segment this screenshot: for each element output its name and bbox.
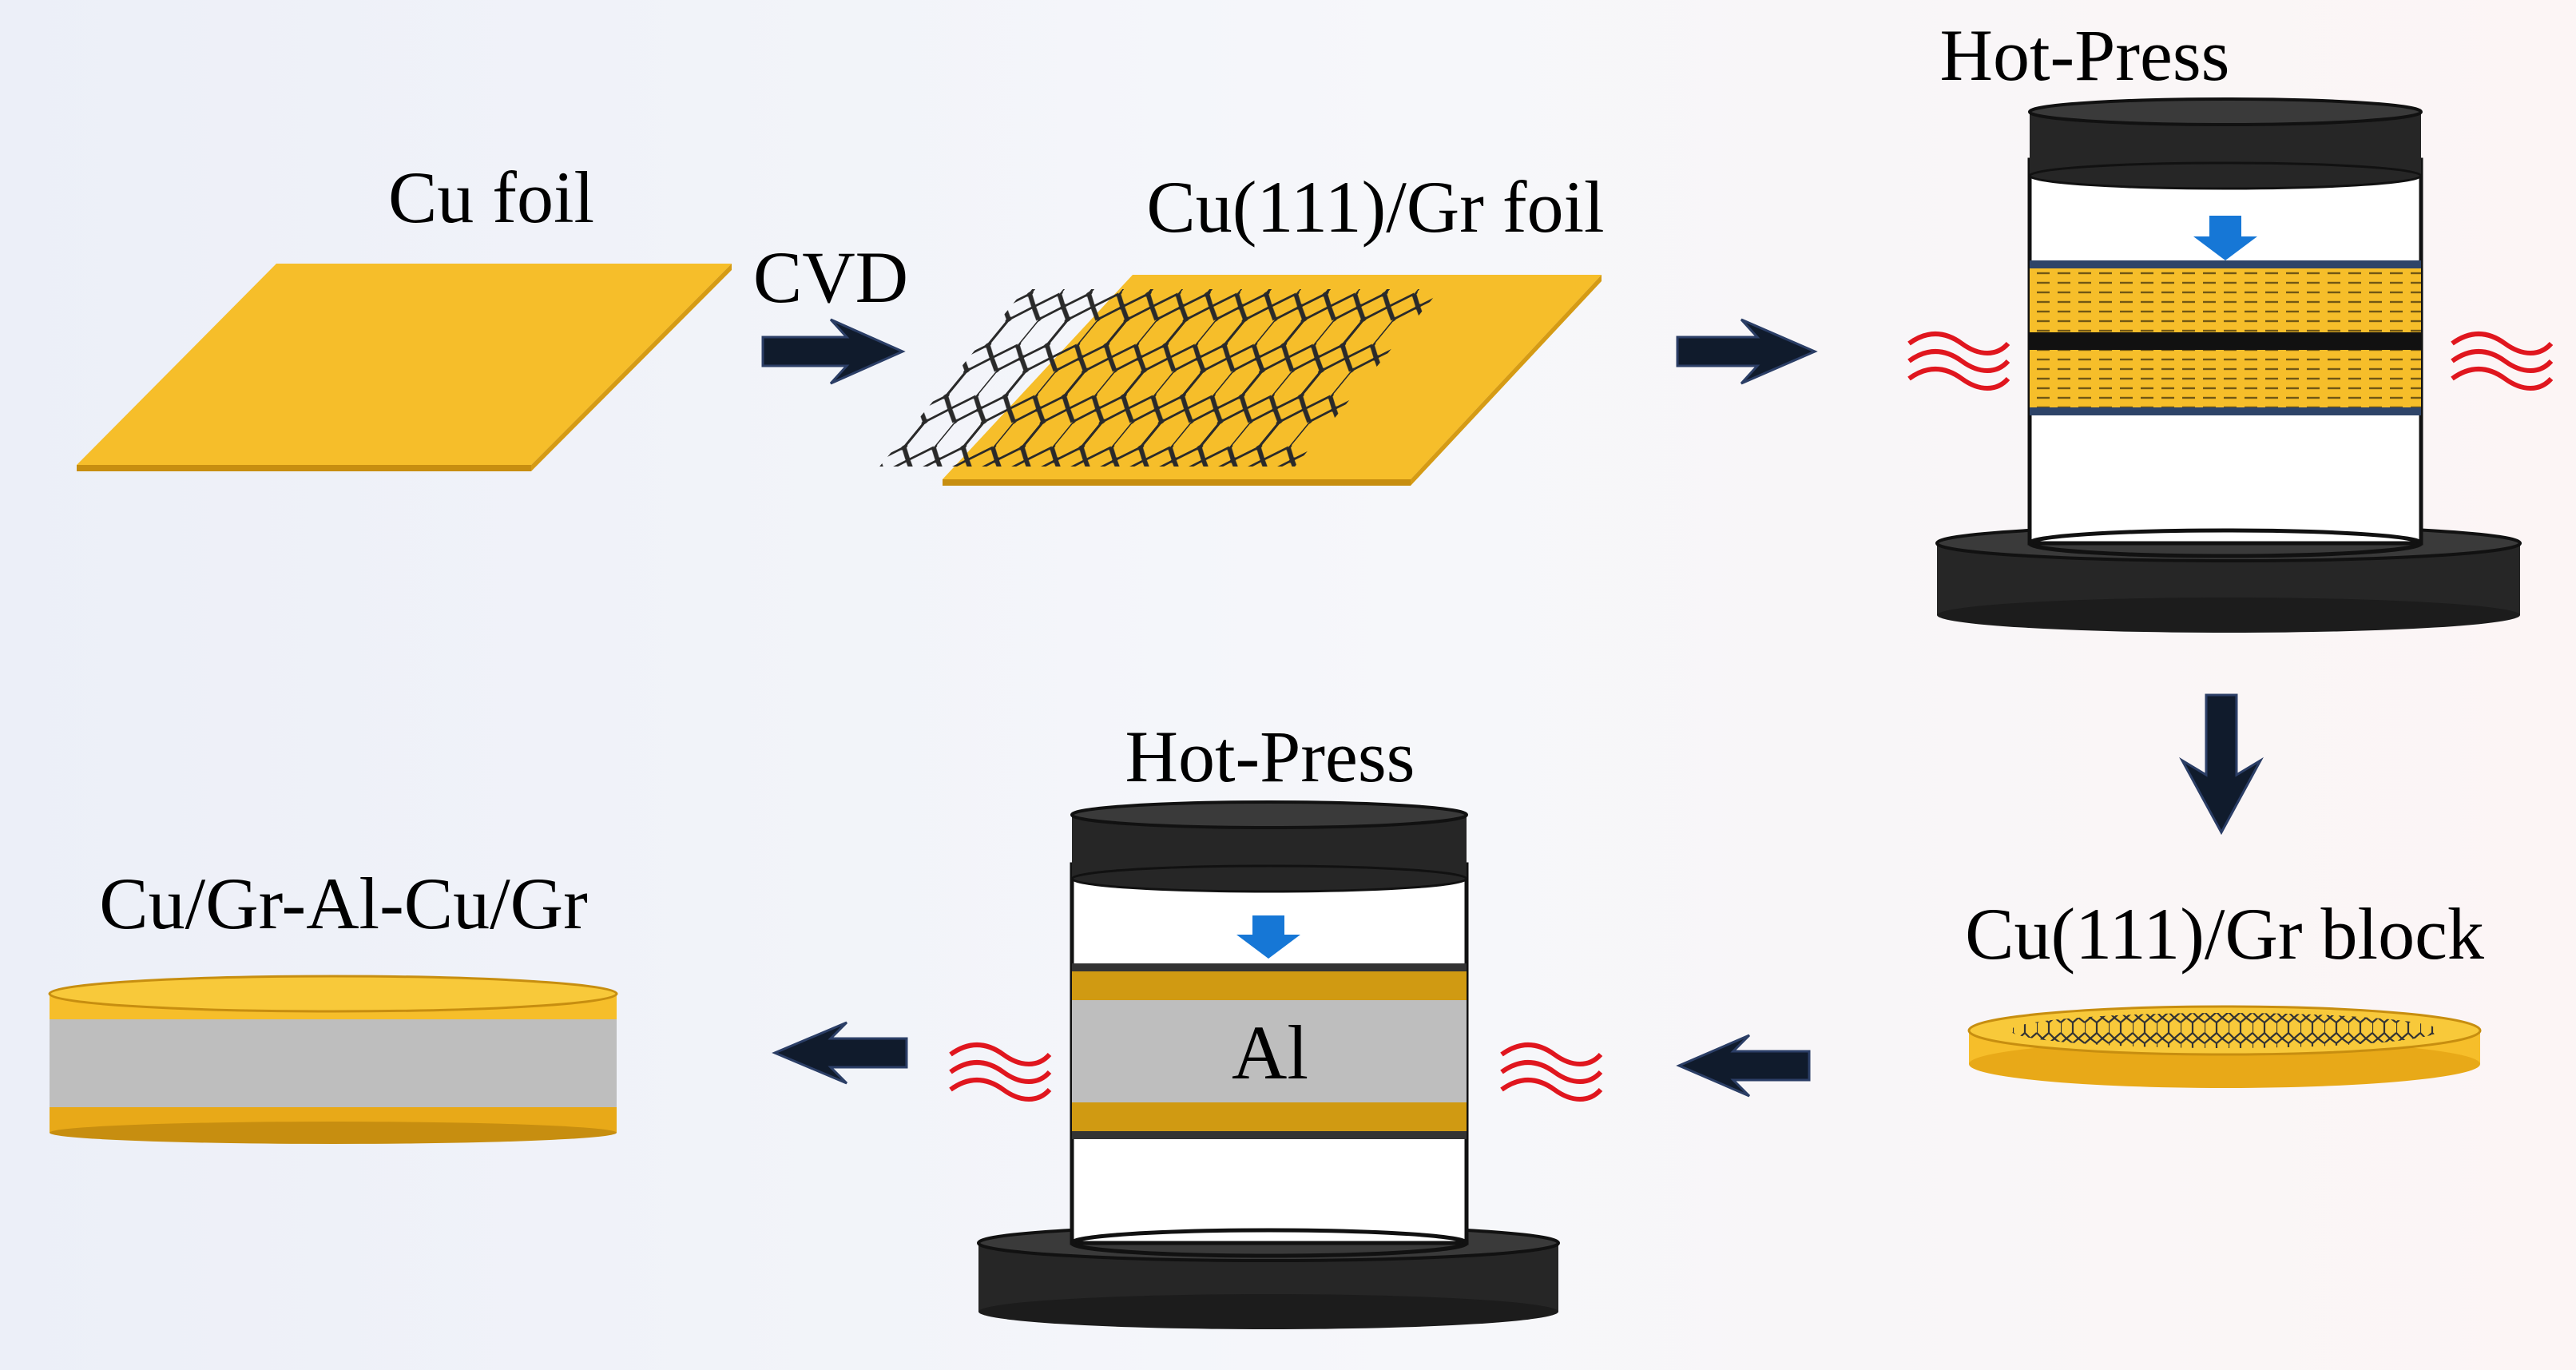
cu111-gr-foil-sheet (879, 275, 1602, 486)
arrow-cvd (761, 318, 906, 385)
label-al: Al (1232, 1010, 1308, 1095)
label-cu111-gr-block: Cu(111)/Gr block (1965, 893, 2484, 975)
label-cvd: CVD (753, 236, 908, 318)
cu111-gr-block-disk (1967, 1005, 2482, 1088)
final-composite-disk (48, 975, 618, 1144)
label-cu111-gr-foil: Cu(111)/Gr foil (1146, 166, 1604, 248)
label-hot-press-top: Hot-Press (1940, 14, 2230, 96)
hot-press-1 (1935, 97, 2522, 633)
arrow-down-to-block (2179, 693, 2264, 836)
press-down-arrow-2 (1236, 915, 1300, 959)
label-cu-foil: Cu foil (388, 157, 594, 238)
arrow-to-hot-press-2 (1676, 1034, 1811, 1098)
label-cu-gr-al-cu-gr: Cu/Gr-Al-Cu/Gr (99, 863, 587, 944)
arrow-to-hot-press-1 (1676, 318, 1818, 385)
cu-foil-sheet (77, 264, 732, 471)
hot-press-2 (977, 800, 1560, 1329)
arrow-to-final (772, 1021, 908, 1085)
press-down-arrow-1 (2193, 216, 2257, 260)
label-hot-press-bottom: Hot-Press (1125, 716, 1415, 797)
